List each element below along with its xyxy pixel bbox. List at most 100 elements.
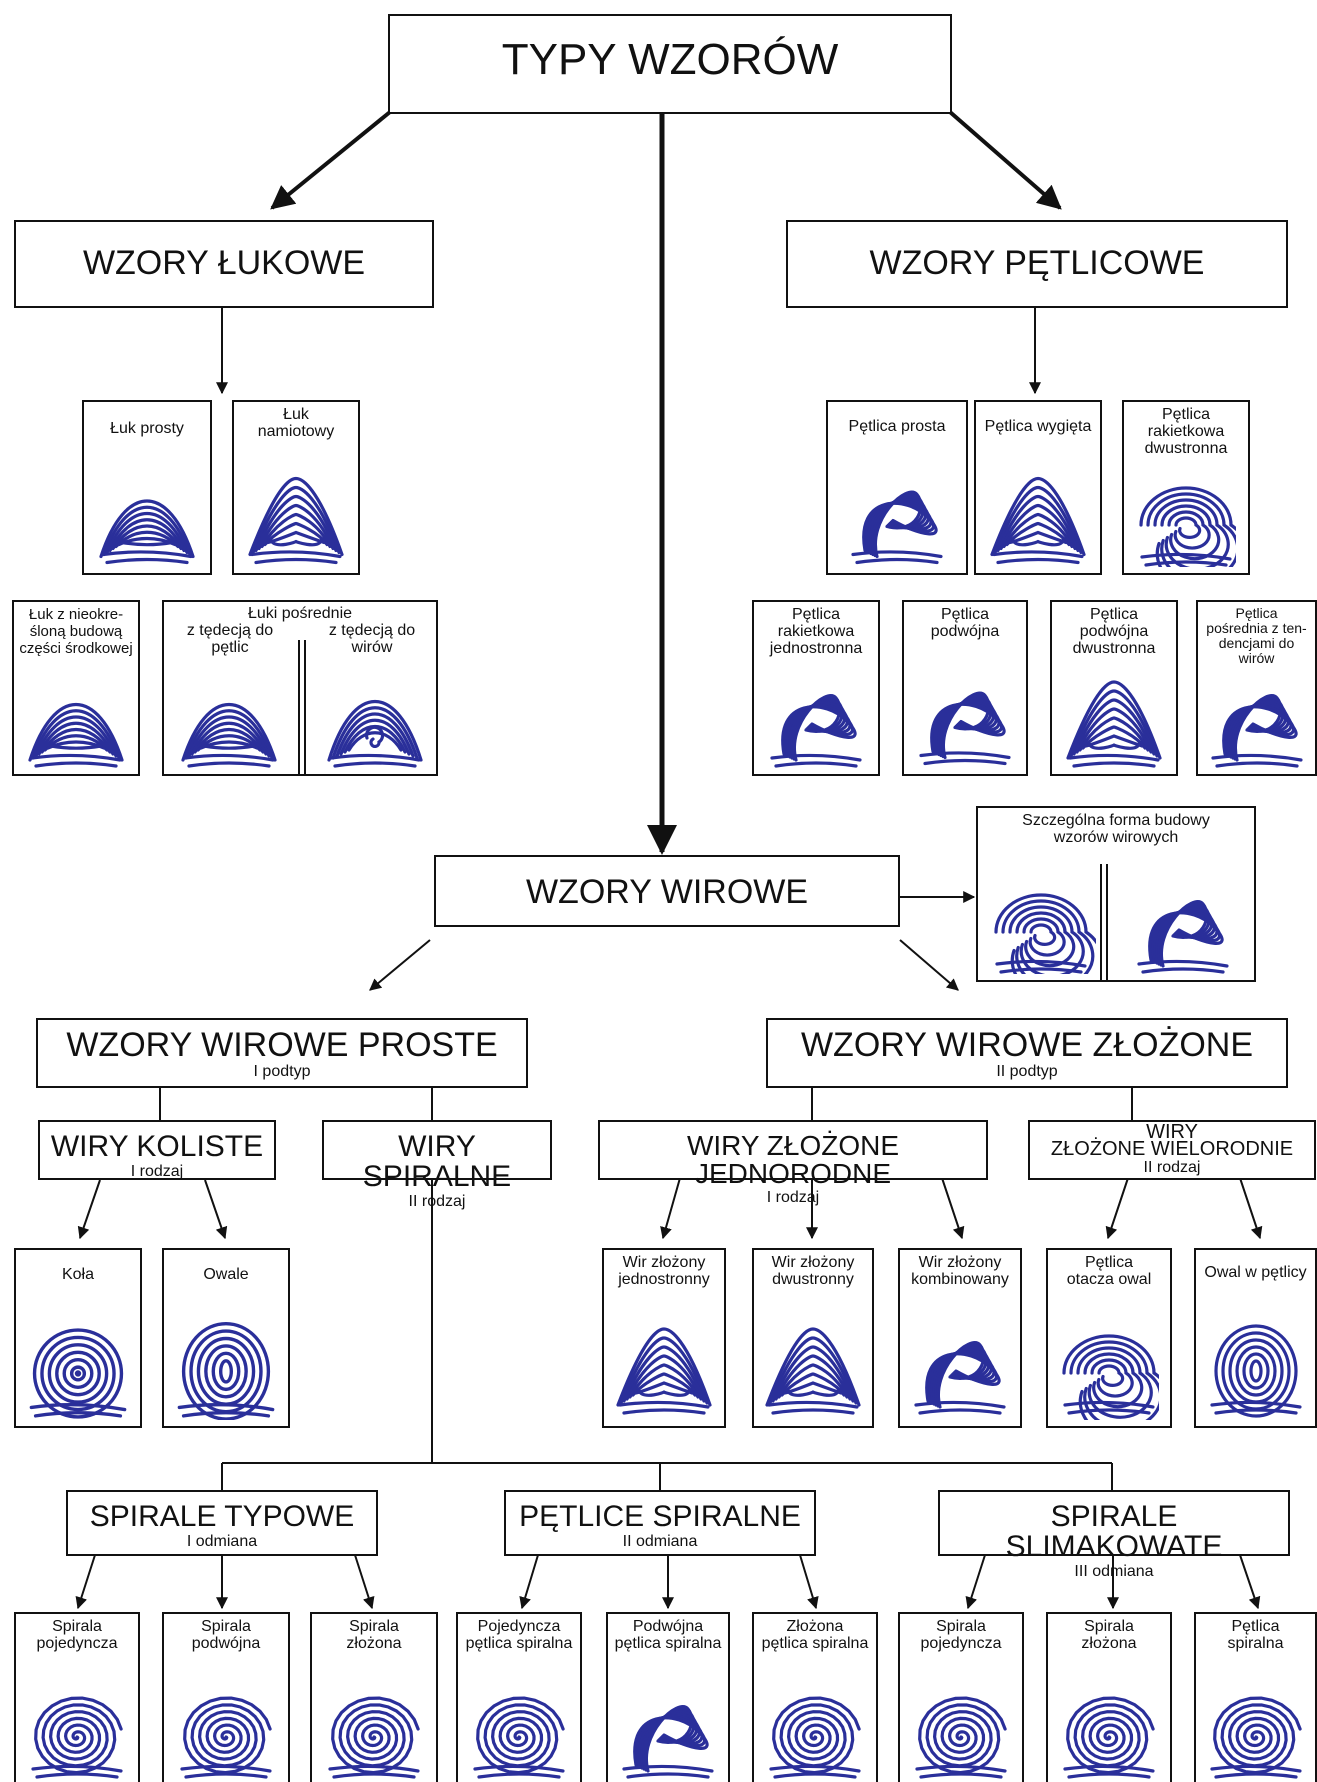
whorls-title: WZORY WIROWE [525, 873, 809, 911]
card-snail-spiral-loop: Pętlica spiralna [1194, 1612, 1317, 1782]
card-single-spiral: Spirala pojedyncza [14, 1612, 140, 1782]
fingerprint-loop-around-oval-icon [1062, 1334, 1159, 1420]
card-bent-loop: Pętlica wygięta [974, 400, 1102, 575]
fingerprint-double-spiral-loop-icon [622, 1705, 714, 1779]
card-label: Wir złożony kombinowany [911, 1254, 1009, 1288]
card-racket-loop-two-sided: Pętlica rakietkowa dwustronna [1122, 400, 1250, 575]
circular-whorls-box: WIRY KOLISTE I rodzaj [38, 1120, 276, 1180]
card-intermediate-arches: Łuki pośrednie z tędecją do pętlic z tęd… [162, 600, 438, 776]
card-label: Pętlica podwójna [930, 606, 1000, 640]
fingerprint-loop-icon [851, 490, 943, 565]
card-label: Wir złożony dwustronny [771, 1254, 855, 1288]
card-label: Koła [61, 1266, 95, 1283]
card-label: Spirala podwójna [191, 1618, 261, 1652]
spiral-loops-subtitle: II odmiana [622, 1533, 698, 1550]
circular-whorls-subtitle: I rodzaj [130, 1163, 184, 1180]
card-complex-two-sided: Wir złożony dwustronny [752, 1248, 874, 1428]
fingerprint-intermediate-loop-icon [1210, 694, 1303, 768]
homogeneous-whorls-title: WIRY ZŁOŻONE JEDNORODNE [686, 1130, 900, 1189]
special-form-title: Szczególna forma budowy wzorów wirowych [1022, 812, 1210, 846]
whorls-box: WZORY WIROWE [434, 855, 900, 927]
card-double-spiral-loop: Podwójna pętlica spiralna [606, 1612, 730, 1782]
spiral-whorls-box: WIRY SPIRALNE II rodzaj [322, 1120, 552, 1210]
intermediate-divider [298, 640, 306, 774]
card-label: Spirala złożona [346, 1618, 402, 1652]
card-oval-in-loop: Owal w pętlicy [1194, 1248, 1317, 1428]
fingerprint-complex-spiral-loop-icon [769, 1696, 861, 1779]
snail-spirals-subtitle: III odmiana [1074, 1563, 1154, 1580]
heterogeneous-whorls-title: ZŁOŻONE WIELORODNIE [1050, 1138, 1294, 1160]
fingerprint-double-loop-icon [919, 691, 1011, 766]
fingerprint-single-spiral-loop-icon [473, 1696, 565, 1779]
card-ovals: Owale [162, 1248, 290, 1428]
card-double-loop: Pętlica podwójna [902, 600, 1028, 776]
fingerprint-snail-single-icon [915, 1696, 1007, 1779]
fingerprint-complex-combined-icon [914, 1341, 1006, 1415]
spiral-whorls-title: WIRY SPIRALNE [362, 1130, 512, 1193]
fingerprint-double-loop-two-icon [1066, 680, 1162, 768]
fingerprint-racket-loop-icon [1139, 486, 1236, 567]
fingerprint-snail-loop-icon [1209, 1696, 1302, 1779]
homogeneous-whorls-subtitle: I rodzaj [766, 1189, 820, 1206]
card-label: Łuk namiotowy [257, 406, 335, 440]
fingerprint-special-2-icon [1137, 900, 1229, 974]
intermediate-arches-title: Łuki pośrednie [247, 605, 353, 622]
fingerprint-oval-in-loop-icon [1209, 1324, 1302, 1418]
card-intermediate-loop: Pętlica pośrednia z ten- dencjami do wir… [1196, 600, 1317, 776]
simple-whorls-title: WZORY WIROWE PROSTE [66, 1026, 498, 1064]
fingerprint-complex-spiral-icon [328, 1696, 420, 1779]
fingerprint-irregular-arch-icon [28, 703, 124, 768]
arches-box: WZORY ŁUKOWE [14, 220, 434, 308]
card-label: Złożona pętlica spiralna [761, 1618, 869, 1652]
card-label: Spirala pojedyncza [36, 1618, 118, 1652]
card-special-form: Szczególna forma budowy wzorów wirowych [976, 806, 1256, 982]
card-double-spiral: Spirala podwójna [162, 1612, 290, 1782]
fingerprint-ovals-icon [177, 1322, 275, 1420]
fingerprint-arch-to-loop-icon [181, 703, 277, 768]
card-label: Pętlica rakietkowa dwustronna [1144, 406, 1228, 457]
card-label: Pętlica pośrednia z ten- dencjami do wir… [1206, 605, 1307, 666]
complex-whorls-subtitle: II podtyp [996, 1063, 1058, 1080]
intermediate-right-label: z tędecją do wirów [328, 622, 416, 656]
arches-title: WZORY ŁUKOWE [82, 244, 366, 282]
fingerprint-arch-icon [99, 499, 195, 565]
card-single-spiral-loop: Pojedyncza pętlica spiralna [456, 1612, 582, 1782]
intermediate-left-label: z tędecją do pętlic [186, 622, 274, 656]
card-label: Pętlica rakietkowa jednostronna [769, 606, 863, 657]
card-racket-loop-one-sided: Pętlica rakietkowa jednostronna [752, 600, 880, 776]
card-label: Owale [203, 1266, 249, 1283]
card-loop-around-oval: Pętlica otacza owal [1046, 1248, 1172, 1428]
spiral-whorls-subtitle: II rodzaj [408, 1193, 466, 1210]
card-label: Podwójna pętlica spiralna [614, 1618, 722, 1652]
fingerprint-double-spiral-icon [180, 1696, 272, 1779]
card-circles: Koła [14, 1248, 142, 1428]
card-label: Pętlica podwójna dwustronna [1072, 606, 1156, 657]
heterogeneous-whorls-title-top: WIRY [1146, 1121, 1198, 1143]
complex-whorls-box: WZORY WIROWE ZŁOŻONE II podtyp [766, 1018, 1288, 1088]
card-label: Pętlica spiralna [1227, 1618, 1284, 1652]
card-label: Pętlica prosta [848, 418, 946, 435]
card-snail-complex-spiral: Spirala złożona [1046, 1612, 1172, 1782]
snail-spirals-box: SPIRALE SLIMAKOWATE III odmiana [938, 1490, 1290, 1580]
card-snail-single-spiral: Spirala pojedyncza [898, 1612, 1024, 1782]
fingerprint-complex-one-sided-icon [616, 1327, 712, 1415]
special-form-divider [1100, 864, 1108, 980]
card-plain-arch: Łuk prosty [82, 400, 212, 575]
heterogeneous-whorls-box: WIRY ZŁOŻONE WIELORODNIE II rodzaj [1028, 1120, 1316, 1180]
card-label: Pojedyncza pętlica spiralna [465, 1618, 573, 1652]
card-label: Spirala złożona [1081, 1618, 1137, 1652]
fingerprint-complex-two-sided-icon [765, 1327, 861, 1415]
card-complex-one-sided: Wir złożony jednostronny [602, 1248, 726, 1428]
spiral-loops-box: PĘTLICE SPIRALNE II odmiana [504, 1490, 816, 1556]
fingerprint-single-spiral-icon [31, 1696, 123, 1779]
typical-spirals-box: SPIRALE TYPOWE I odmiana [66, 1490, 378, 1556]
card-label: Łuk prosty [110, 420, 184, 437]
fingerprint-racket-loop-one-icon [770, 694, 862, 768]
card-complex-spiral: Spirala złożona [310, 1612, 438, 1782]
spiral-loops-title: PĘTLICE SPIRALNE [519, 1500, 801, 1533]
card-label: Pętlica otacza owal [1066, 1254, 1152, 1288]
card-double-loop-two-sided: Pętlica podwójna dwustronna [1050, 600, 1178, 776]
fingerprint-tented-arch-icon [248, 476, 344, 565]
